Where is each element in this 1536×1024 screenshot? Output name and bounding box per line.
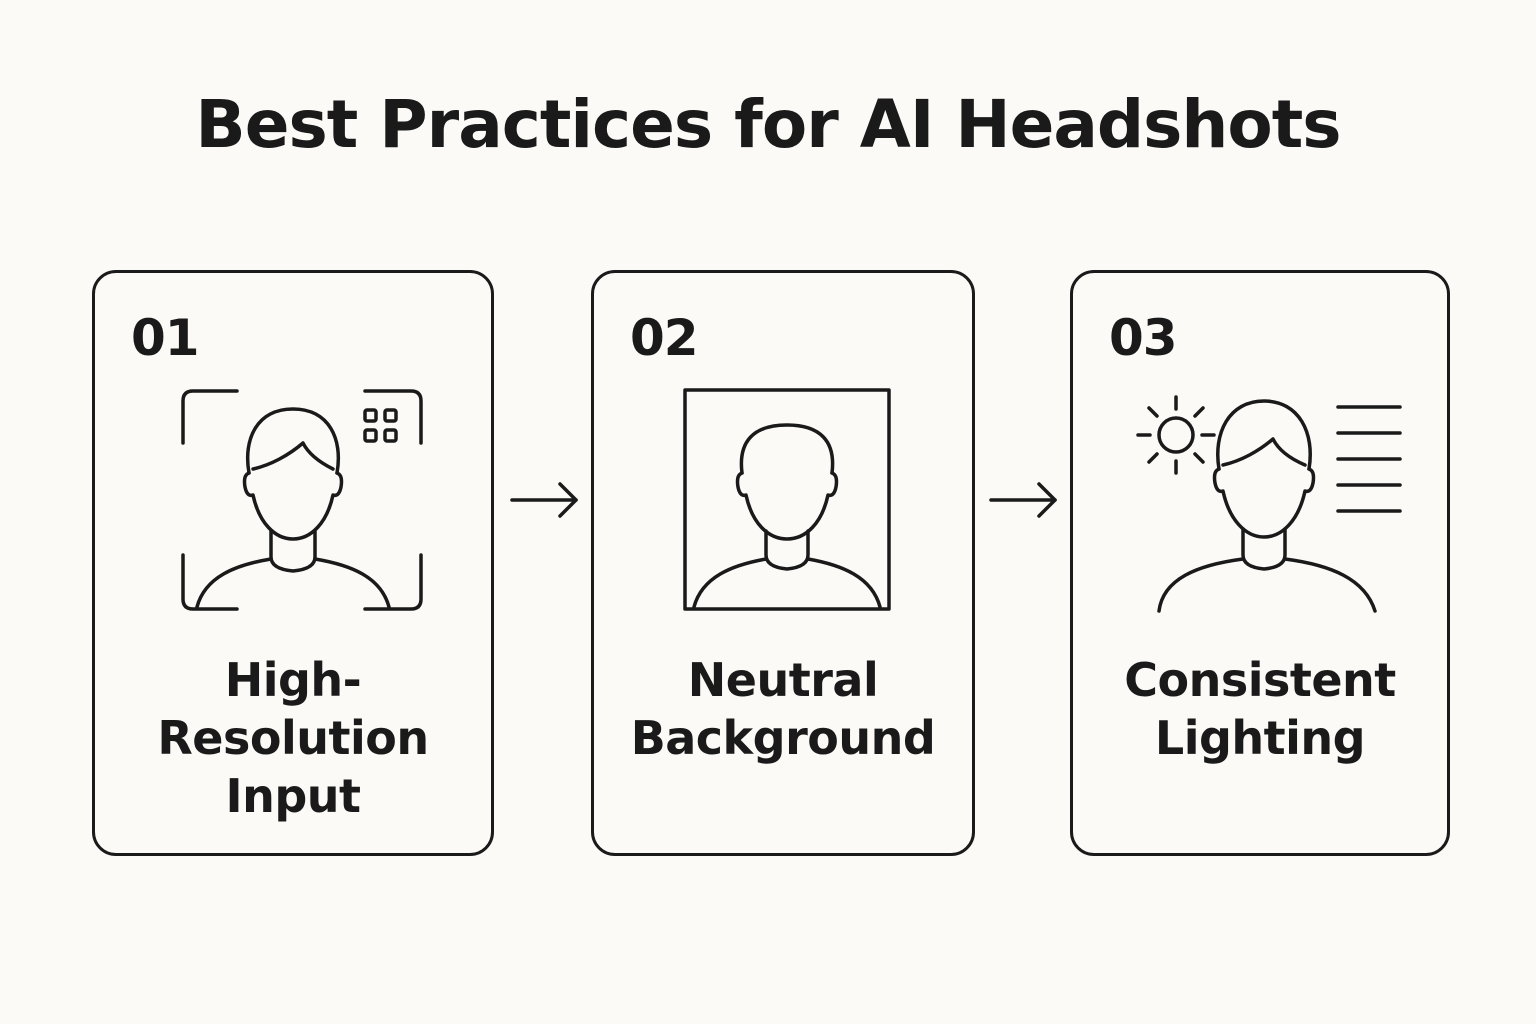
arrow-right-icon <box>510 482 578 518</box>
headshot-in-frame-icon <box>683 388 891 611</box>
page-title: Best Practices for AI Headshots <box>195 86 1341 163</box>
step-number: 01 <box>131 309 200 367</box>
headshot-with-focus-frame-icon <box>181 389 423 611</box>
step-number: 02 <box>630 309 699 367</box>
step-number: 03 <box>1109 309 1178 367</box>
step-label: Consistent Lighting <box>1124 653 1396 765</box>
headshot-with-sun-icon <box>1136 395 1402 613</box>
step-card-1: 01 High- Resolution Input <box>92 270 494 856</box>
sun-icon <box>1136 395 1216 475</box>
step-label: High- Resolution Input <box>157 653 429 823</box>
step-card-3: 03 Consistent Lighting <box>1070 270 1450 856</box>
step-label: Neutral Background <box>630 653 936 765</box>
arrow-right-icon <box>989 482 1057 518</box>
step-card-2: 02 Neutral Background <box>591 270 975 856</box>
